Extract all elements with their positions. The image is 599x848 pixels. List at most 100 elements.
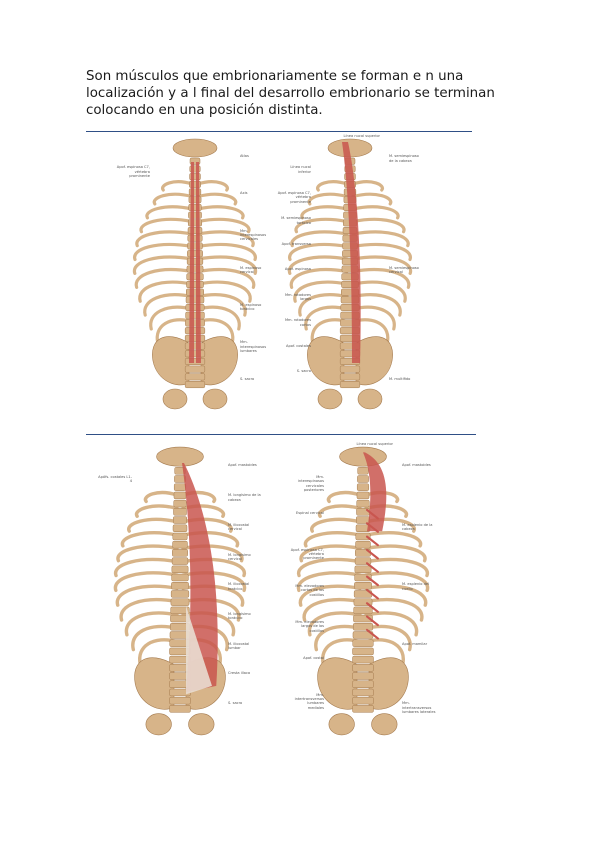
figure-label-top: Línea nucal superior — [343, 134, 381, 138]
rib-right — [364, 611, 419, 637]
figure-label: Atlas — [240, 154, 249, 159]
rib-right — [196, 305, 241, 331]
rib-left — [287, 255, 349, 275]
vertebra — [172, 524, 188, 532]
rib-left — [133, 242, 194, 262]
vertebra — [187, 227, 203, 235]
rib-left — [134, 268, 194, 289]
figure-label: Apof. mastoides — [402, 463, 431, 468]
vertebra — [352, 664, 374, 672]
rib-right — [196, 192, 238, 206]
ischium-right — [357, 388, 383, 410]
ischium-right — [202, 388, 228, 410]
vertebra — [187, 242, 203, 250]
ischium-left — [317, 388, 343, 410]
vertebra — [184, 350, 206, 358]
vertebra — [184, 342, 206, 350]
rib-left — [116, 544, 179, 563]
figure-label: Apof. espinosa — [284, 267, 311, 272]
vertebra — [171, 582, 189, 590]
rib-left — [145, 205, 194, 220]
rib-left — [115, 584, 179, 607]
vertebra — [356, 483, 370, 491]
vertebra — [185, 311, 205, 319]
figure-label: M. longísimo cervical — [228, 552, 251, 561]
vertebra — [170, 598, 190, 606]
vertebra — [355, 540, 371, 549]
rib-left — [297, 557, 362, 578]
ischium-left — [328, 713, 355, 736]
rib-left — [289, 268, 349, 289]
vertebra — [172, 540, 188, 549]
ischium-right — [371, 713, 398, 736]
rib-right — [351, 205, 400, 220]
figure-label: Línea nucal inferior — [290, 165, 311, 174]
vertebra — [352, 647, 374, 656]
vertebra — [352, 672, 374, 680]
muscle-levator-costae — [365, 575, 379, 587]
rib-left — [299, 544, 362, 563]
rib-left — [293, 280, 349, 303]
rib-left — [160, 180, 194, 192]
figure-label: M. semiespinoso de la cabeza — [389, 154, 419, 163]
muscle-levator-costae — [365, 628, 379, 640]
figure-label: Cresta ilíaca — [228, 671, 251, 676]
vertebra — [184, 334, 206, 342]
vertebra — [173, 508, 187, 516]
rib-left — [114, 557, 179, 578]
muscle-spinalis-right — [196, 162, 201, 363]
rib-right — [196, 293, 247, 317]
figure-label: M. espinoso torácico — [240, 303, 262, 312]
skeleton-illustration — [287, 138, 413, 410]
muscle-spinalis-left — [189, 162, 194, 363]
rib-left — [307, 611, 362, 637]
vertebra — [352, 623, 374, 631]
vertebra — [171, 565, 189, 574]
rib-right — [351, 255, 413, 275]
rib-left — [314, 624, 362, 652]
vertebra — [184, 381, 206, 389]
vertebra — [352, 705, 374, 713]
muscle-levator-costae — [365, 535, 379, 547]
figure-label: Mm. elevadores cortos de las costillas — [295, 583, 324, 597]
rib-right — [351, 180, 385, 192]
muscle-levator-costae — [365, 508, 379, 520]
thoracolumbar-fascia — [186, 605, 212, 695]
muscle-levator-costae — [365, 588, 379, 600]
rib-left — [132, 255, 194, 275]
figure-label: Mm. interespinosos cervicales — [240, 228, 267, 242]
figure-label: Apof. espinosa C7, vértebra prominente — [290, 547, 324, 561]
muscle-levator-costae — [365, 522, 379, 533]
ischium-left — [145, 713, 172, 736]
vertebra — [352, 639, 374, 647]
figure-label: Espinal cervical — [295, 511, 324, 516]
figure-label: Apof. espinosa C7, vértebra prominente — [277, 190, 311, 204]
divider-middle — [86, 434, 476, 435]
figure-label: Apof. mastoides — [228, 463, 257, 468]
ilium-right — [200, 336, 238, 386]
rib-right — [364, 531, 423, 548]
vertebra — [184, 373, 206, 381]
rib-right — [351, 268, 411, 289]
vertebra — [187, 219, 203, 227]
vertebra — [188, 211, 202, 219]
vertebra — [170, 606, 190, 615]
rib-right — [196, 255, 258, 275]
vertebra — [356, 516, 370, 524]
figure-label: Mm. rotadores cortos — [284, 318, 311, 327]
figure-label: M. esplenio del cuello — [402, 582, 430, 591]
rib-left — [138, 280, 194, 303]
vertebra — [352, 688, 374, 697]
figure-label: Mm. intertransversos lumbares mediales — [294, 692, 324, 710]
ilium-left — [134, 657, 175, 710]
muscle-levator-costae — [365, 562, 379, 573]
vertebra — [185, 304, 205, 312]
rib-left — [152, 192, 194, 206]
vertebra — [353, 606, 373, 615]
ischium-left — [162, 388, 188, 410]
rib-right — [351, 293, 402, 317]
figure-label: Axis — [240, 191, 248, 196]
figure-label: M. iliocostal cervical — [228, 522, 250, 532]
